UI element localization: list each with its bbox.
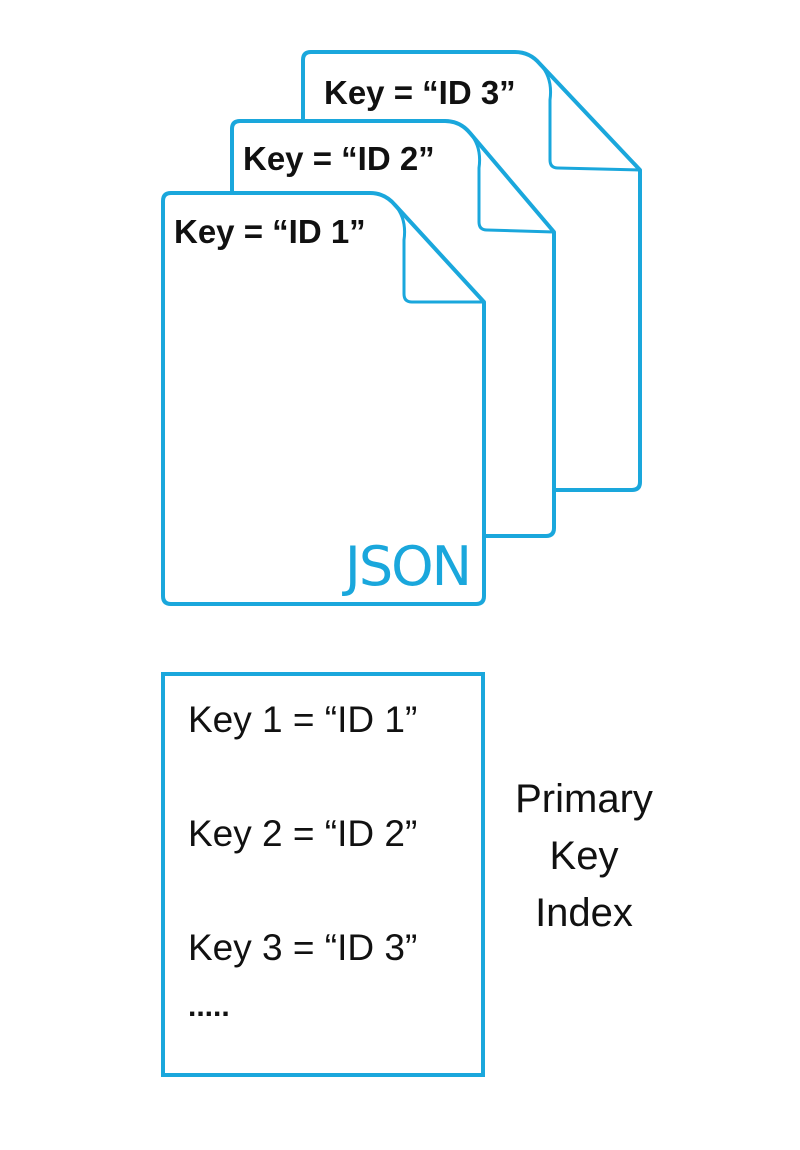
index-entry: Key 3 = “ID 3” bbox=[188, 927, 417, 968]
document-key-label: Key = “ID 1” bbox=[174, 213, 366, 250]
caption-line: Key bbox=[550, 834, 619, 878]
json-document-1: Key = “ID 1” JSON bbox=[161, 191, 486, 606]
json-badge: JSON bbox=[342, 535, 470, 598]
index-caption: Primary Key Index bbox=[515, 777, 653, 935]
caption-line: Primary bbox=[515, 777, 653, 821]
document-page-fold bbox=[538, 62, 641, 172]
document-key-label: Key = “ID 3” bbox=[324, 74, 516, 111]
document-page-fold bbox=[468, 132, 555, 234]
document-page-fold bbox=[393, 204, 484, 304]
index-entry: Key 2 = “ID 2” bbox=[188, 813, 417, 854]
index-more-ellipsis: ..... bbox=[188, 990, 230, 1023]
index-entry: Key 1 = “ID 1” bbox=[188, 699, 417, 740]
caption-line: Index bbox=[535, 891, 633, 935]
index-box-outline bbox=[161, 672, 485, 1077]
document-key-label: Key = “ID 2” bbox=[243, 140, 435, 177]
primary-key-index-box: Key 1 = “ID 1” Key 2 = “ID 2” Key 3 = “I… bbox=[161, 672, 485, 1077]
